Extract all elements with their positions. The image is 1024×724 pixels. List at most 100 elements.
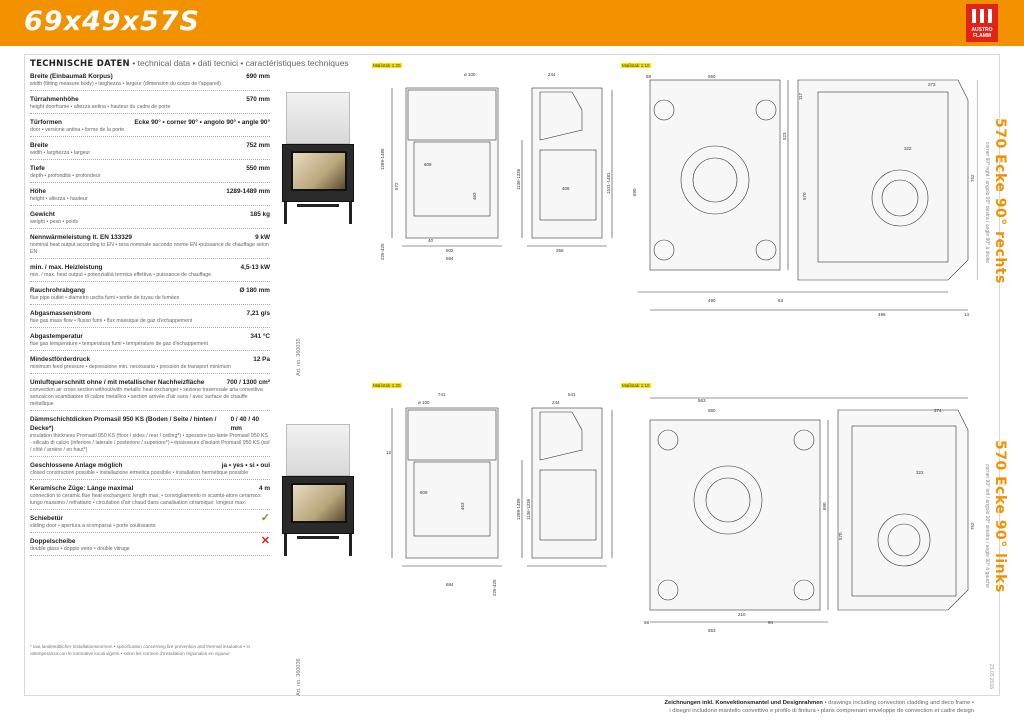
drawing-front-side-top: ø 100 244 1289-1489 572 609 463 40 602 6… <box>380 72 613 261</box>
spec-label: Geschlossene Anlage möglich <box>30 462 123 469</box>
spec-value: Ecke 90° • corner 90° • angolo 90° • ang… <box>134 119 270 126</box>
tech-heading: TECHNISCHE DATEN • technical data • dati… <box>30 58 349 69</box>
dim-b-58: 58 <box>644 620 650 625</box>
spec-value: 4,5-13 kW <box>240 264 270 271</box>
dim-t-570: 570 <box>802 192 807 200</box>
bottom-note-line2: i disegni includono mantello convettivo … <box>669 708 974 714</box>
spec-row: Schiebetür✓sliding door • apertura a sco… <box>30 513 270 533</box>
spec-sub: width • larghezza • largeur <box>30 150 91 156</box>
dim-t-14: 14 <box>964 312 970 317</box>
spec-sub: connection to ceramic flue heat exchange… <box>30 493 262 506</box>
spec-sub: door • versione antina • forme de la por… <box>30 127 125 133</box>
spec-row: Geschlossene Anlage möglich ja • yes • si… <box>30 461 270 480</box>
dim-b-690: 690 <box>822 502 827 510</box>
spec-sub: minimum feed pressure • depressione min.… <box>30 364 231 370</box>
dim-t-117: 117 <box>798 92 803 100</box>
spec-sub: depth • profondità • profondeur <box>30 173 101 179</box>
logo-bars-icon <box>972 9 992 23</box>
dim-t-550: 550 <box>708 74 716 79</box>
dim-t-356: 356 <box>556 248 564 253</box>
dim-t-322: 322 <box>904 146 912 151</box>
spec-label: Abgastemperatur <box>30 333 83 340</box>
spec-row: Umluftquerschnitt ohne / mit metallische… <box>30 378 270 411</box>
dim-b-553: 553 <box>708 628 716 633</box>
dim-t-690: 690 <box>632 188 637 196</box>
spec-label: Mindestförderdruck <box>30 356 91 363</box>
side-sub-right: corner 90° right / angolo 90° destra / a… <box>984 142 990 264</box>
spec-row: Breite 752 mm width • larghezza • largeur <box>30 141 270 160</box>
dim-b-609: 609 <box>420 490 428 495</box>
dim-t-490: 490 <box>708 298 716 303</box>
spec-label: Höhe <box>30 188 46 195</box>
spec-label: Doppelscheibe <box>30 538 76 545</box>
dim-b-1289: 1289-1489 <box>516 498 521 520</box>
dim-t-609: 609 <box>424 162 432 167</box>
tech-heading-strong: TECHNISCHE DATEN <box>30 59 130 69</box>
drawing-plan-bottom: 563 550 274 322 752 690 570 553 94 58 21… <box>644 397 975 633</box>
spec-label: Gewicht <box>30 211 55 218</box>
spec-head: Mindestförderdruck 12 Pa <box>30 355 270 364</box>
spec-sub: min. / max. heat output • potenzialità t… <box>30 272 212 278</box>
dim-b-741: 741 <box>438 392 446 397</box>
austroflamm-logo: AUSTRO FLAMM <box>966 4 998 42</box>
scale-label-bottom-1: Maßstab 1:20 <box>372 383 402 388</box>
spec-sub: flue gas temperature • temperatura fumi … <box>30 341 208 347</box>
spec-sub: nominal heat output according to EN • re… <box>30 242 269 255</box>
spec-value: 1289-1489 mm <box>226 188 270 195</box>
page-title: 69x49x57S <box>24 6 200 37</box>
spec-row: Mindestförderdruck 12 Pa minimum feed pres… <box>30 355 270 374</box>
spec-sub: sliding door • apertura a scomparsa • po… <box>30 523 156 529</box>
dim-b-12: 12 <box>386 450 392 455</box>
scale-label-bottom-2: Maßstab 1:10 <box>621 383 651 388</box>
dim-t-602: 602 <box>446 248 454 253</box>
dim-b-322: 322 <box>916 470 924 475</box>
spec-value: 7,21 g/s <box>246 310 270 317</box>
spec-label: Türrahmenhöhe <box>30 96 79 103</box>
drawing-front-side-bottom: 741 541 ø 100 244 12 609 463 1289-1489 1… <box>386 392 613 596</box>
spec-value: 185 kg <box>250 211 270 218</box>
dim-t-40: 40 <box>428 238 434 243</box>
spec-label: Abgasmassenstrom <box>30 310 92 317</box>
spec-sub: convection air cross section without/wit… <box>30 387 263 407</box>
spec-value: 752 mm <box>246 142 270 149</box>
dim-t-273: 273 <box>928 82 936 87</box>
spec-head: Türformen Ecke 90° • corner 90° • angolo … <box>30 118 270 127</box>
dim-t-58: 58 <box>646 74 652 79</box>
cross-icon: ✕ <box>260 535 270 547</box>
spec-label: Breite <box>30 142 49 149</box>
spec-label: Schiebetür <box>30 515 64 522</box>
side-sub-left: corner 90° left / angolo 90° sinistra / … <box>984 464 990 588</box>
spec-sub: width (fitting measure body) • larghezza… <box>30 81 221 87</box>
dim-b-225: 225-425 <box>492 579 497 596</box>
bottom-note-line1-rest: • drawings including convection cladding… <box>822 700 974 706</box>
side-title-right: 570 Ecke 90° rechts <box>992 118 1008 284</box>
dim-b-244: 244 <box>552 400 560 405</box>
spec-sub: insulation thickness Promasil 950 KS (fl… <box>30 433 270 453</box>
dim-t-244: 244 <box>548 72 556 77</box>
bottom-note: Zeichnungen inkl. Konvektionsmantel und … <box>665 699 975 715</box>
dim-b-463: 463 <box>460 502 465 510</box>
spec-value: 690 mm <box>246 73 270 80</box>
dim-b-1136: 1136-1336 <box>526 498 531 520</box>
spec-value: ja • yes • si • oui <box>221 462 270 469</box>
spec-value: 570 mm <box>246 96 270 103</box>
spec-head: Abgasmassenstrom 7,21 g/s <box>30 309 270 318</box>
spec-label: Türformen <box>30 119 62 126</box>
dim-b-274: 274 <box>934 408 942 413</box>
spec-value: 4 m <box>258 485 270 492</box>
spec-row: Doppelscheibe✕double glass • doppio vetr… <box>30 535 270 556</box>
spec-value: 700 / 1300 cm² <box>226 379 270 386</box>
dim-t-1289: 1289-1489 <box>380 148 385 170</box>
drawing-plan-top: 58 550 273 690 322 752 523 570 490 63 49… <box>632 74 978 317</box>
dim-t-1136: 1136-1336 <box>516 168 521 190</box>
footnote: * laut landesüblicher Installationsnorme… <box>30 644 251 656</box>
spec-value: 12 Pa <box>253 356 270 363</box>
